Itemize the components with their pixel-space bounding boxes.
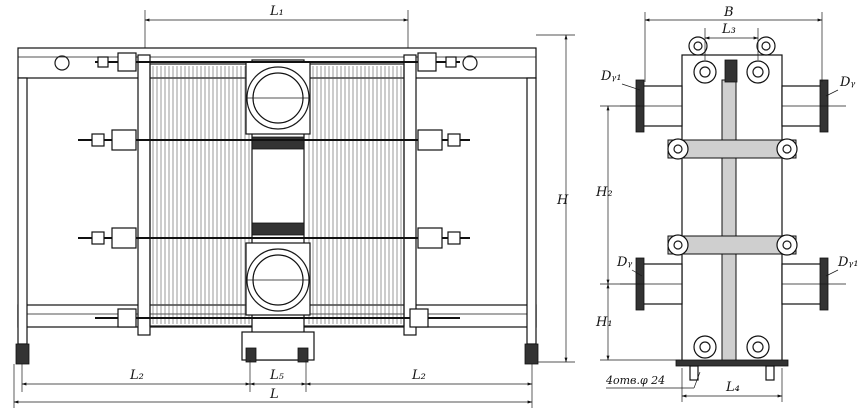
bottom-rollers bbox=[693, 335, 770, 359]
label-B: B bbox=[723, 5, 734, 20]
label-L4: L₄ bbox=[725, 380, 740, 395]
label-Dy1-bottom-right: Dᵧ₁ bbox=[837, 255, 859, 270]
label-Dy1-top-left: Dᵧ₁ bbox=[600, 69, 622, 84]
dimension-L1 bbox=[144, 10, 409, 48]
right-support-column bbox=[526, 77, 537, 345]
tie-bolts-upper bbox=[78, 129, 470, 151]
label-H: H bbox=[556, 193, 569, 208]
dimension-L3 bbox=[704, 28, 759, 60]
side-nozzle-upper-right bbox=[781, 79, 846, 133]
left-support-column bbox=[17, 77, 28, 345]
tie-bolts-lower bbox=[78, 227, 470, 249]
central-shaft bbox=[721, 79, 737, 363]
base-plate bbox=[675, 359, 789, 367]
frame-bolt-hole-right bbox=[462, 55, 478, 71]
label-L3: L₃ bbox=[721, 22, 736, 37]
right-fixed-plate bbox=[403, 54, 417, 336]
dimension-L4 bbox=[681, 368, 783, 402]
dimension-B bbox=[644, 12, 823, 82]
label-H1: H₁ bbox=[595, 315, 613, 330]
dimension-L bbox=[13, 364, 533, 408]
dimension-H1-H2 bbox=[600, 105, 680, 361]
label-L: L bbox=[269, 387, 279, 402]
frame-bolt-hole-left bbox=[54, 55, 70, 71]
side-bar-lower bbox=[667, 234, 798, 256]
label-L1: L₁ bbox=[269, 4, 284, 19]
label-H2: H₂ bbox=[595, 185, 613, 200]
support-feet bbox=[15, 331, 539, 365]
tie-bolts-bottom bbox=[95, 308, 460, 328]
tie-bolts-top bbox=[95, 52, 460, 72]
label-holes-note: 4отв.φ 24 bbox=[605, 374, 665, 387]
lower-nozzle bbox=[245, 242, 311, 316]
side-bar-upper bbox=[667, 138, 798, 160]
label-L5: L₅ bbox=[269, 368, 285, 383]
label-L2-left: L₂ bbox=[129, 368, 144, 383]
dimension-H bbox=[536, 34, 575, 363]
dimension-L2-L5 bbox=[21, 360, 533, 408]
label-L2-right: L₂ bbox=[411, 368, 426, 383]
side-nozzle-lower-right bbox=[781, 257, 846, 311]
side-view: B L₃ Dᵧ₁ Dᵧ Dᵧ Dᵧ₁ H₂ H₁ 4отв.φ 24 bbox=[595, 5, 859, 402]
upper-nozzle bbox=[245, 61, 311, 135]
label-Dy-top-right: Dᵧ bbox=[839, 75, 855, 90]
left-pressure-plate bbox=[137, 54, 151, 336]
top-rollers bbox=[688, 36, 776, 84]
front-view: L₁ H L₂ L₅ L₂ L bbox=[13, 4, 575, 408]
label-Dy-bottom-left: Dᵧ bbox=[616, 255, 632, 270]
